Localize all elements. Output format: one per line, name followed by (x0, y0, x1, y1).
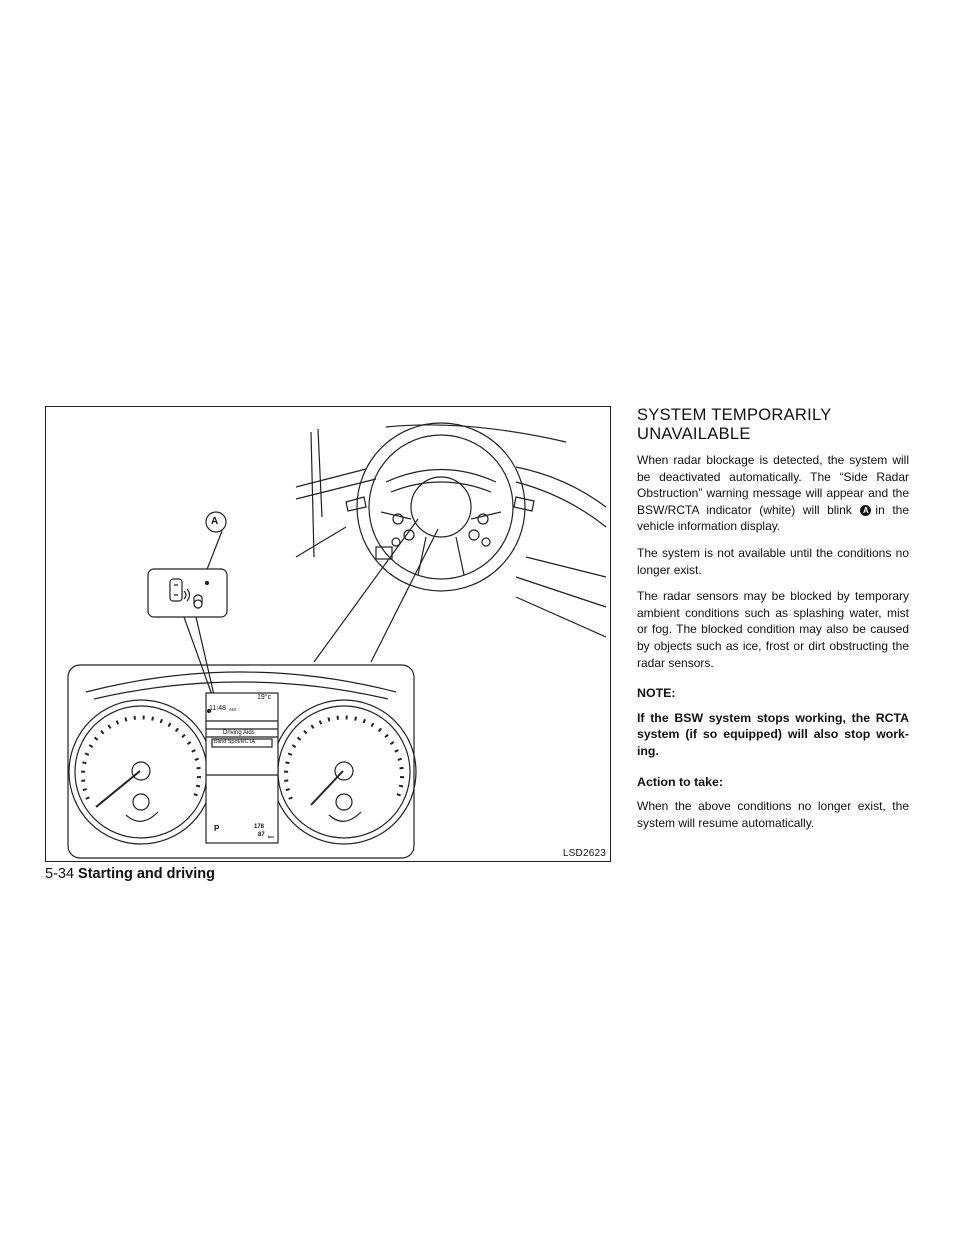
display-time: 11:48 (209, 705, 226, 712)
action-heading: Action to take: (637, 774, 724, 789)
display-temp: 19°c (257, 694, 272, 701)
note-heading: NOTE: (637, 686, 676, 701)
paragraph-1-after: in the vehicle information display. (637, 502, 910, 534)
paragraph-2: The system is not available until the co… (637, 545, 909, 577)
instrument-cluster-illustration (67, 422, 607, 859)
paragraph-3: The radar sensors may be blocked by temp… (637, 589, 909, 670)
page-number: 5-34 (45, 866, 75, 882)
tachometer-gauge (271, 699, 417, 845)
note-body: If the BSW system stops working, the RCT… (637, 710, 909, 758)
display-ampm: AM (229, 707, 236, 712)
chapter-title: Starting and driving (78, 866, 215, 882)
bsw-indicator-inset (147, 568, 228, 618)
callout-a-label: A (211, 516, 219, 527)
figure-code: LSD2623 (562, 848, 606, 859)
paragraph-1-before: When radar blockage is detected, the sys… (637, 453, 909, 517)
display-range-unit: km (268, 834, 274, 839)
steering-wheel (345, 422, 535, 592)
callout-a-marker (205, 511, 227, 573)
paragraph-1: When radar blockage is detected, the sys… (637, 452, 909, 535)
section-title-line2: UNAVAILABLE (637, 425, 751, 443)
display-range: 87 (258, 832, 265, 838)
callout-a-icon: A (860, 504, 872, 516)
meter-cluster (67, 664, 417, 859)
display-gear: P (214, 824, 220, 833)
section-title: SYSTEM TEMPORARILY UNAVAILABLE (637, 406, 909, 444)
illustration-figure: A 19°c 11:48 AM Driving Aids Blind Spot/… (45, 406, 611, 862)
display-odo: 178 (254, 824, 265, 830)
section-title-line1: SYSTEM TEMPORARILY (637, 406, 832, 424)
display-menu-item: Blind Spot/RCTA (214, 739, 256, 745)
text-column: SYSTEM TEMPORARILY UNAVAILABLE When rada… (637, 406, 909, 841)
display-menu-title: Driving Aids (223, 730, 255, 736)
vehicle-information-display (205, 692, 279, 844)
speedometer-gauge (68, 699, 214, 845)
action-body: When the above conditions no longer exis… (637, 799, 909, 830)
